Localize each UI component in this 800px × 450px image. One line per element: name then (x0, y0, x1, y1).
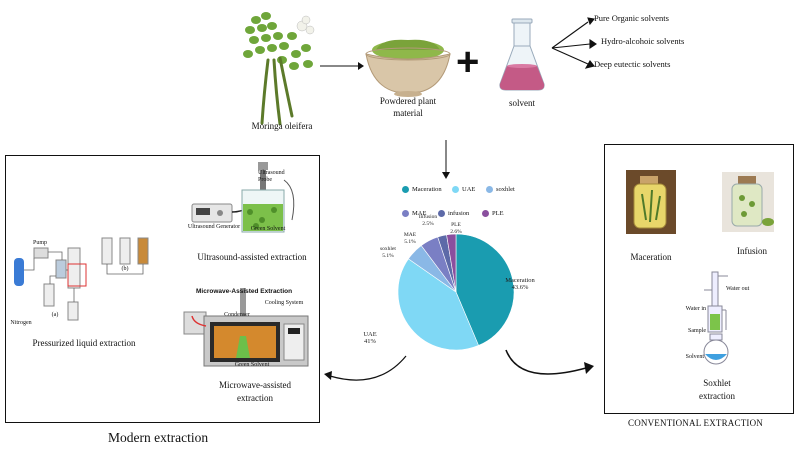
legend-label-ple: PLE (492, 210, 504, 217)
water-out-label: Water out (726, 286, 750, 292)
infusion-caption: Infusion (737, 246, 767, 256)
mw-panel-title: Microwave-Assisted Extraction (196, 288, 293, 295)
pie-slice-uae (397, 258, 479, 351)
legend-uae: UAE (452, 186, 475, 193)
ultrasound-caption: Ultrasound-assisted extraction (197, 252, 307, 262)
arrow-plant-to-powder (320, 62, 364, 70)
chart-legend: Maceration UAE soxhlet MAE infusion PLE (396, 184, 516, 224)
arrow-chart-to-modern (324, 355, 407, 381)
moringa-plant-image (243, 12, 315, 126)
arrow-down-to-chart (442, 140, 450, 179)
solvent-branch-arrows (551, 17, 597, 69)
us-solvent-label: Green Solvent (250, 226, 286, 232)
legend-swatch (438, 210, 445, 217)
legend-label-infusion: infusion (448, 210, 470, 217)
soxhlet-caption-2: extraction (699, 391, 735, 401)
us-probe-label: Ultrasound Probe (258, 170, 285, 183)
mw-cooling-label: Cooling System (264, 300, 304, 306)
solvent-flask-image (499, 18, 545, 91)
legend-maceration: Maceration (402, 186, 442, 193)
legend-mae: MAE (402, 210, 426, 217)
mw-solvent-label: Green Solvent (234, 362, 270, 368)
legend-swatch (482, 210, 489, 217)
maceration-jar-image (626, 170, 676, 234)
legend-soxhlet: soxhlet (486, 186, 515, 193)
solvent-label-sox: Solvent (685, 354, 704, 360)
legend-swatch (452, 186, 459, 193)
microwave-caption-1: Microwave-assisted (219, 380, 291, 390)
microwave-apparatus-image (183, 288, 309, 367)
infusion-jar-image (722, 172, 774, 232)
powder-label-2: material (393, 108, 423, 118)
us-generator-label: Ultrasound Generator (187, 224, 241, 230)
legend-ple: PLE (482, 210, 504, 217)
arrow-chart-to-conventional (505, 349, 594, 375)
ple-apparatus-image (14, 237, 149, 321)
conventional-extraction-title: CONVENTIONAL EXTRACTION (628, 418, 763, 428)
legend-swatch (486, 186, 493, 193)
solvent-type-3: Deep eutectic solvents (594, 59, 671, 69)
maceration-caption: Maceration (630, 252, 672, 262)
pressurized-caption: Pressurized liquid extraction (32, 338, 136, 348)
soxhlet-apparatus-image (703, 271, 729, 365)
legend-swatch (402, 186, 409, 193)
legend-label-mae: MAE (412, 210, 427, 217)
solvent-type-2: Hydro-alcohoic solvents (601, 36, 685, 46)
conventional-extraction-box (604, 144, 794, 414)
ple-b-label: (b) (121, 266, 129, 272)
legend-label-maceration: Maceration (412, 186, 442, 193)
ultrasound-apparatus-image (191, 162, 295, 233)
pie-slice-ple (446, 233, 457, 293)
modern-extraction-box (5, 155, 320, 423)
modern-extraction-title: Modern extraction (108, 430, 209, 445)
solvent-type-1: Pure Organic solvents (594, 13, 669, 23)
water-in-label: Water in (685, 306, 706, 312)
pie-slice-maceration (455, 233, 515, 346)
microwave-caption-2: extraction (237, 393, 273, 403)
legend-infusion: infusion (438, 210, 469, 217)
legend-label-uae: UAE (462, 186, 476, 193)
ple-pump-label: Pump (32, 240, 47, 246)
soxhlet-caption-1: Soxhlet (703, 378, 731, 388)
plus-sign: + (456, 40, 480, 84)
powder-bowl-image (365, 39, 451, 97)
sample-label: Sample (688, 328, 706, 334)
plant-label: Moringa oleifera (251, 121, 313, 131)
ple-a-label: (a) (51, 312, 59, 318)
legend-label-soxhlet: soxhlet (496, 186, 515, 193)
legend-swatch (402, 210, 409, 217)
ple-nitrogen-label: Nitrogen (10, 320, 32, 326)
solvent-label: solvent (509, 98, 535, 108)
powder-label-1: Powdered plant (379, 96, 437, 106)
mw-condenser-label: Condenser (224, 312, 250, 318)
